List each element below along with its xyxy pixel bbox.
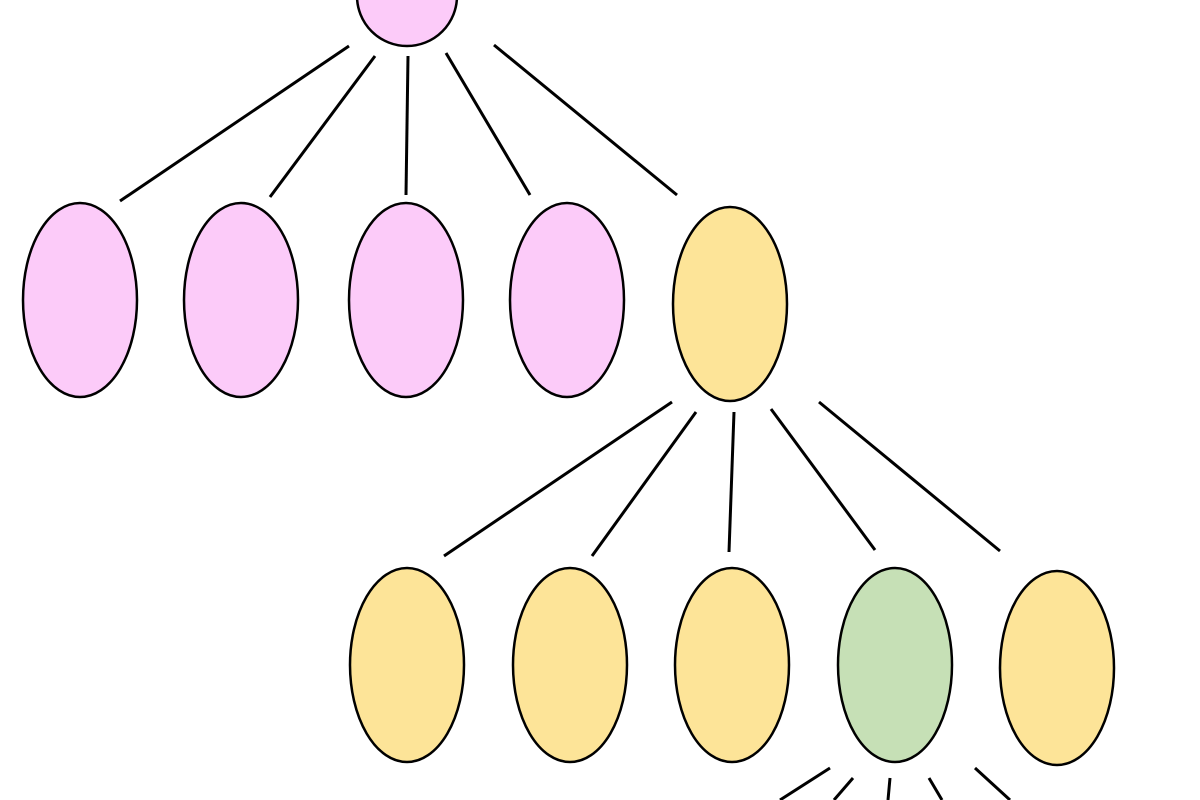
nodes-layer — [21, 0, 1116, 767]
edge-l2-d-to-offscreen — [886, 777, 892, 800]
edge-l1-e-to-l2-b — [590, 411, 698, 557]
tree-node-l2-a — [348, 566, 466, 764]
edge-l1-e-to-l2-c — [727, 411, 736, 553]
edge-l1-e-to-l2-e — [818, 400, 1001, 553]
tree-node-l2-d — [836, 566, 954, 764]
tree-node-l2-e — [998, 569, 1116, 767]
edge-l2-d-to-offscreen — [779, 766, 831, 800]
edge-root-to-l1-a — [119, 44, 350, 203]
edges-layer — [119, 43, 1012, 800]
tree-node-root — [355, 0, 459, 48]
edge-root-to-l1-b — [268, 55, 377, 198]
tree-node-l2-b — [511, 566, 629, 764]
edge-l1-e-to-l2-d — [769, 408, 877, 551]
edge-root-to-l1-e — [493, 43, 678, 197]
edge-root-to-l1-d — [444, 52, 532, 196]
tree-node-l2-c — [673, 566, 791, 764]
edge-l2-d-to-offscreen — [927, 777, 944, 800]
tree-node-l1-d — [508, 201, 626, 399]
tree-node-l1-c — [347, 201, 465, 399]
edge-root-to-l1-c — [404, 55, 410, 196]
edge-l2-d-to-offscreen — [973, 766, 1012, 800]
tree-node-l1-a — [21, 201, 139, 399]
tree-node-l1-b — [182, 201, 300, 399]
edge-l1-e-to-l2-a — [443, 400, 673, 558]
tree-node-l1-e — [671, 205, 789, 403]
edge-l2-d-to-offscreen — [832, 777, 855, 800]
